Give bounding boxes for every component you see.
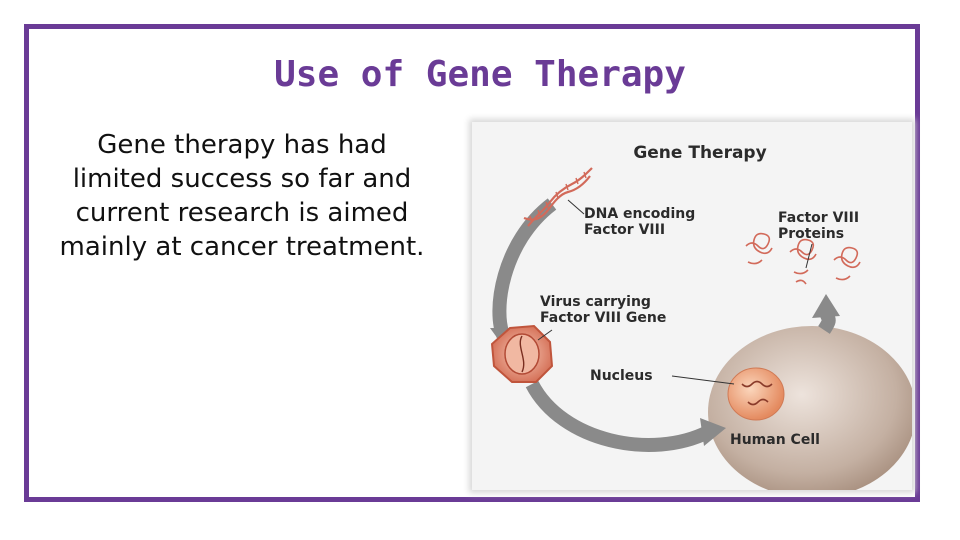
slide-border <box>24 24 920 502</box>
protein-label-line1: Factor VIII <box>778 210 859 226</box>
virus-leader-line <box>537 329 553 341</box>
virus <box>490 324 554 383</box>
slide-body-text: Gene therapy has had limited success so … <box>59 130 425 262</box>
protein-label-line2: Proteins <box>778 226 844 242</box>
human-cell-label: Human Cell <box>730 432 820 448</box>
virus-label-line1: Virus carrying <box>540 294 651 310</box>
arrow-virus-to-cell <box>525 380 712 452</box>
nucleus-leader-line <box>671 375 735 385</box>
nucleus <box>727 367 785 421</box>
diagram-title: Gene Therapy <box>633 143 766 163</box>
arrow-virus-to-cell-head <box>700 418 726 446</box>
virus-label-line2: Factor VIII Gene <box>540 310 666 326</box>
factor-viii-proteins <box>745 232 861 285</box>
dna-label-line1: DNA encoding <box>584 206 695 222</box>
slide-title: Use of Gene Therapy <box>274 54 686 95</box>
human-cell <box>708 326 912 490</box>
dna-leader-line <box>567 199 585 215</box>
nucleus-dna-squiggle <box>741 380 773 406</box>
nucleus-label: Nucleus <box>590 368 653 384</box>
arrow-cell-to-proteins-head <box>812 294 840 318</box>
dna-helix <box>523 167 593 227</box>
gene-therapy-diagram: Gene Therapy <box>472 122 912 490</box>
proteins-leader-line <box>805 243 813 269</box>
dna-label-line2: Factor VIII <box>584 222 665 238</box>
